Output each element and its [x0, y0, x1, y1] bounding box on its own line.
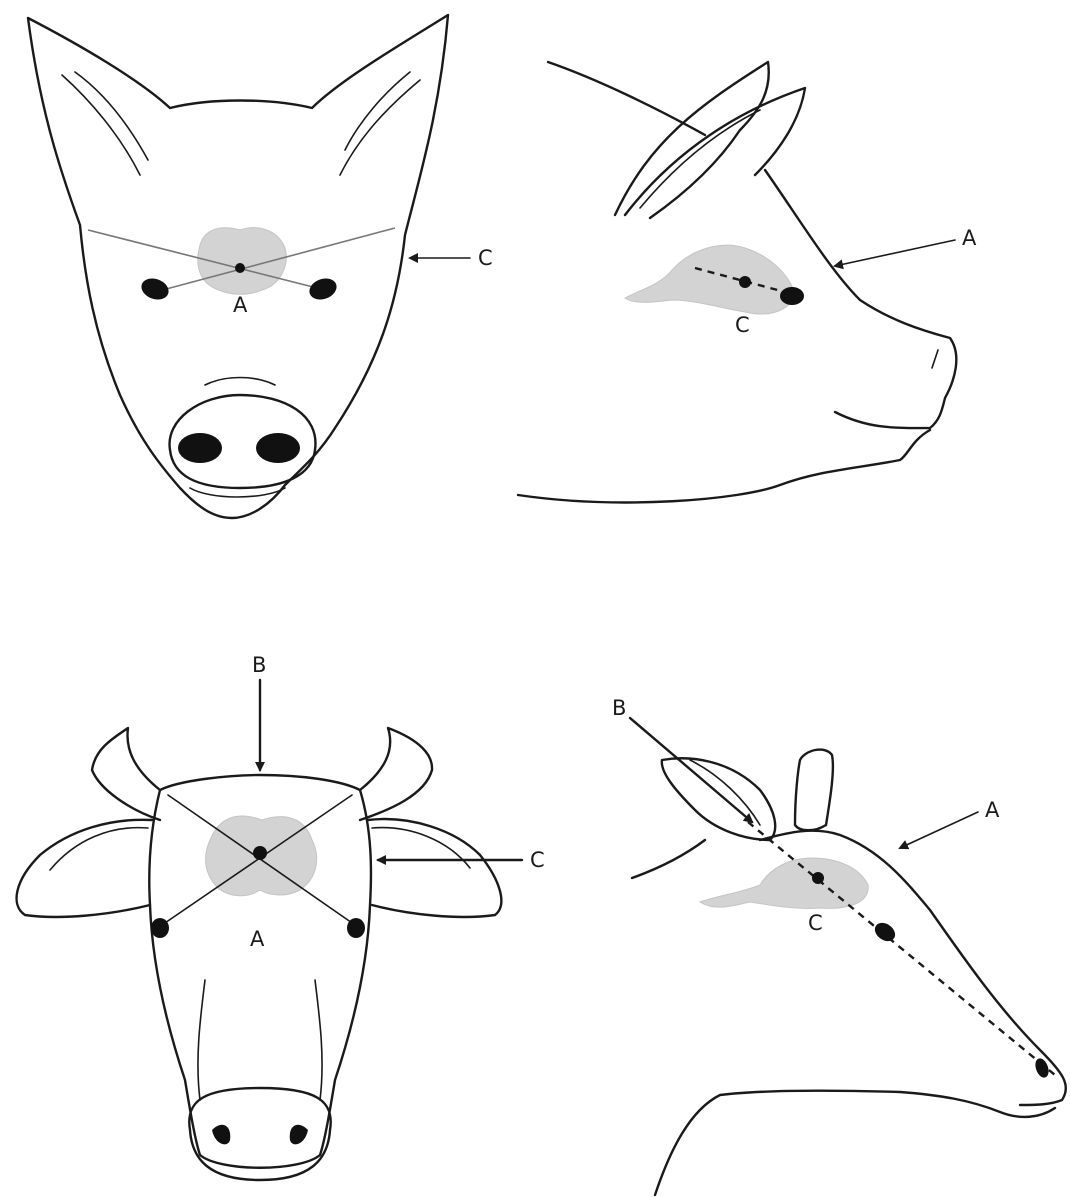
pig-front-right-nostril	[256, 433, 300, 463]
cow-front-right-eye	[347, 918, 365, 938]
pig-front-left-eye	[138, 275, 171, 303]
pig-front-left-ear-inner	[62, 75, 140, 175]
cow-front-left-eye	[151, 918, 169, 938]
pig-front-target-point	[235, 263, 245, 273]
cow-side-neck-back	[632, 840, 705, 878]
pig-front-snout-wrinkle	[205, 378, 275, 386]
pig-side-eye	[780, 287, 804, 305]
pig-side-ear-back	[615, 62, 769, 218]
pig-side-arrow-a	[835, 240, 955, 266]
cow-front-left-ear	[17, 820, 152, 917]
cow-front-face-line-right	[315, 980, 322, 1100]
cow-front-right-ear	[368, 819, 501, 917]
cow-front-target-point	[253, 846, 267, 860]
pig-side-brain-shading	[625, 245, 795, 314]
cow-front-panel: B A C	[17, 653, 545, 1180]
cow-front-guide-line-2	[162, 795, 352, 925]
pig-side-panel: A C	[518, 62, 977, 502]
cow-front-guide-line-1	[168, 795, 355, 925]
pig-front-left-nostril	[178, 433, 222, 463]
cow-side-label-c: C	[808, 911, 823, 935]
cow-side-panel: B A C	[612, 696, 1066, 1195]
cow-side-arrow-a	[900, 812, 978, 848]
pig-side-ear-inner	[640, 110, 760, 208]
pig-front-right-eye	[306, 275, 339, 303]
pig-front-right-ear-inner-2	[345, 72, 410, 150]
cow-front-left-horn	[92, 728, 160, 820]
cow-side-ear	[662, 758, 775, 840]
pig-front-panel: A C	[28, 15, 493, 518]
cow-side-horn	[795, 750, 833, 831]
pig-side-label-c: C	[735, 313, 750, 337]
pig-side-snout-tip	[932, 350, 938, 368]
cow-front-label-b: B	[252, 653, 266, 677]
cow-front-right-horn	[360, 728, 432, 820]
cow-side-label-a: A	[985, 798, 1000, 822]
cow-side-jaw	[655, 1091, 1055, 1195]
cow-front-label-a: A	[250, 927, 265, 951]
cow-side-eye	[871, 919, 898, 945]
cow-front-right-nostril	[290, 1125, 308, 1145]
cow-front-left-nostril	[212, 1125, 230, 1145]
pig-side-label-a: A	[962, 226, 977, 250]
cow-front-muzzle	[189, 1088, 330, 1180]
pig-front-right-ear-inner	[340, 80, 420, 175]
cow-front-face-line-left	[198, 980, 205, 1100]
cow-front-right-ear-inner	[372, 828, 470, 868]
pig-side-jaw	[518, 430, 930, 502]
pig-front-label-a: A	[233, 293, 248, 317]
cow-side-target-point	[812, 872, 824, 884]
cow-front-label-c: C	[530, 848, 545, 872]
cow-front-left-ear-inner	[50, 828, 148, 870]
pig-front-mouth	[190, 488, 285, 497]
cow-side-label-b: B	[612, 696, 626, 720]
pig-side-target-point	[739, 276, 751, 288]
pig-front-label-c: C	[478, 246, 493, 270]
pig-front-left-ear-inner-2	[75, 72, 148, 160]
